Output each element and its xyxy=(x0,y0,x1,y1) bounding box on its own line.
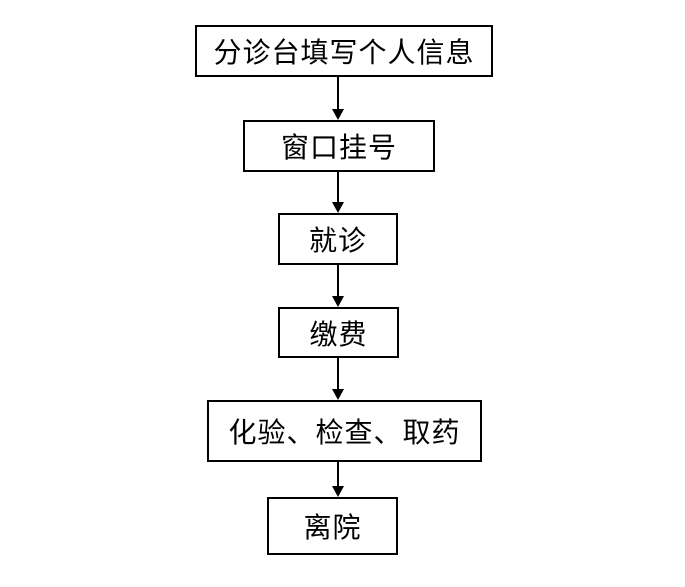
flow-step-label: 分诊台填写个人信息 xyxy=(213,36,475,69)
flow-step-label: 化验、检查、取药 xyxy=(228,416,461,449)
arrowhead-down-icon xyxy=(332,109,344,120)
flow-step-triage-info: 分诊台填写个人信息 xyxy=(195,25,493,77)
arrow-shaft xyxy=(337,358,339,391)
flow-step-label: 缴费 xyxy=(309,317,368,351)
down-arrow-triage-to-registration xyxy=(331,77,345,120)
arrow-shaft xyxy=(337,77,339,111)
arrowhead-down-icon xyxy=(332,486,344,497)
down-arrow-payment-to-tests xyxy=(331,358,345,400)
arrowhead-down-icon xyxy=(332,389,344,400)
flow-step-consultation: 就诊 xyxy=(278,213,398,265)
down-arrow-tests-to-discharge xyxy=(331,462,345,497)
down-arrow-consultation-to-payment xyxy=(331,265,345,307)
down-arrow-registration-to-consultation xyxy=(331,172,345,213)
flow-step-label: 离院 xyxy=(303,511,362,544)
flow-step-tests-medicine: 化验、检查、取药 xyxy=(207,400,482,462)
flow-step-discharge: 离院 xyxy=(267,497,398,555)
arrow-shaft xyxy=(337,462,339,488)
arrowhead-down-icon xyxy=(332,202,344,213)
arrow-shaft xyxy=(337,172,339,204)
arrow-shaft xyxy=(337,265,339,298)
arrowhead-down-icon xyxy=(332,296,344,307)
flow-step-label: 就诊 xyxy=(308,224,367,257)
flow-step-registration: 窗口挂号 xyxy=(243,120,435,172)
flow-step-label: 窗口挂号 xyxy=(280,131,397,164)
flow-step-payment: 缴费 xyxy=(278,307,399,358)
